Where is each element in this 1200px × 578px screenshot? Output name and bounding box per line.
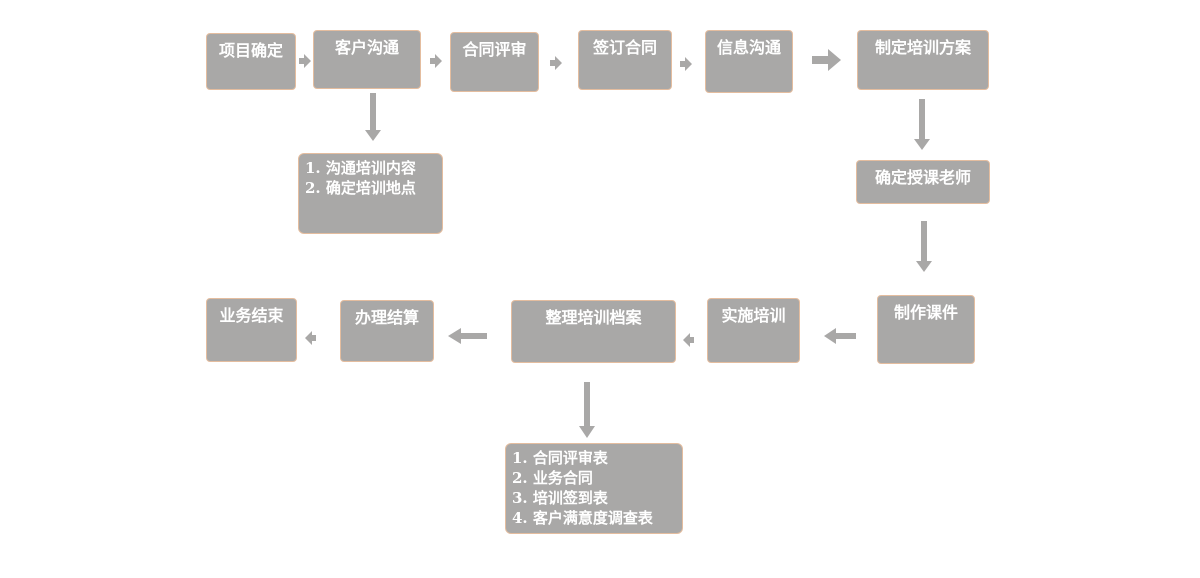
node-settlement-label: 办理结算 bbox=[354, 308, 419, 327]
node-organize-archive-label: 整理培训档案 bbox=[545, 308, 642, 327]
arrow-project-to-client bbox=[299, 54, 311, 68]
node-client-communication: 客户沟通 bbox=[313, 30, 421, 89]
node-contract-review: 合同评审 bbox=[450, 32, 539, 92]
note-archive-item: 4. 客户满意度调查表 bbox=[512, 509, 653, 527]
arrow-info-to-plan bbox=[812, 49, 841, 71]
node-info-communication: 信息沟通 bbox=[705, 30, 793, 93]
note-client-communication-item: 1. 沟通培训内容 bbox=[305, 159, 416, 177]
arrow-teacher-to-courseware bbox=[916, 221, 932, 272]
arrow-plan-to-teacher bbox=[914, 99, 930, 150]
arrow-review-to-sign bbox=[550, 56, 562, 70]
node-make-training-plan: 制定培训方案 bbox=[857, 30, 989, 90]
node-make-courseware: 制作课件 bbox=[877, 295, 975, 364]
note-archive-item: 1. 合同评审表 bbox=[512, 449, 608, 467]
arrow-client-to-note bbox=[365, 93, 381, 141]
node-business-end: 业务结束 bbox=[206, 298, 297, 362]
node-sign-contract: 签订合同 bbox=[578, 30, 672, 90]
node-confirm-teacher-label: 确定授课老师 bbox=[874, 168, 971, 187]
node-project-confirm: 项目确定 bbox=[206, 33, 296, 90]
arrow-implement-to-archive bbox=[683, 333, 694, 347]
arrow-archive-to-note bbox=[579, 382, 595, 438]
node-client-communication-label: 客户沟通 bbox=[334, 38, 399, 57]
node-contract-review-label: 合同评审 bbox=[462, 40, 527, 59]
arrow-sign-to-info bbox=[680, 57, 692, 71]
note-client-communication-item: 2. 确定培训地点 bbox=[305, 179, 416, 197]
node-make-courseware-label: 制作课件 bbox=[893, 303, 958, 322]
node-organize-archive: 整理培训档案 bbox=[511, 300, 676, 363]
node-confirm-teacher: 确定授课老师 bbox=[856, 160, 990, 204]
note-archive-item: 3. 培训签到表 bbox=[512, 489, 608, 507]
node-implement-training: 实施培训 bbox=[707, 298, 800, 363]
node-implement-training-label: 实施培训 bbox=[721, 306, 786, 325]
arrow-settlement-to-end bbox=[305, 331, 316, 345]
note-archive-documents: 1. 合同评审表 2. 业务合同 3. 培训签到表 4. 客户满意度调查表 bbox=[505, 443, 683, 534]
node-settlement: 办理结算 bbox=[340, 300, 434, 362]
note-client-communication: 1. 沟通培训内容 2. 确定培训地点 bbox=[298, 153, 443, 234]
arrow-courseware-to-implement bbox=[824, 328, 856, 344]
node-info-communication-label: 信息沟通 bbox=[716, 38, 781, 57]
arrow-archive-to-settlement bbox=[448, 328, 487, 344]
arrow-client-to-review bbox=[430, 54, 442, 68]
node-business-end-label: 业务结束 bbox=[219, 306, 284, 325]
note-archive-item: 2. 业务合同 bbox=[512, 469, 593, 487]
node-sign-contract-label: 签订合同 bbox=[592, 38, 657, 57]
node-make-training-plan-label: 制定培训方案 bbox=[874, 38, 971, 57]
node-project-confirm-label: 项目确定 bbox=[218, 41, 283, 60]
